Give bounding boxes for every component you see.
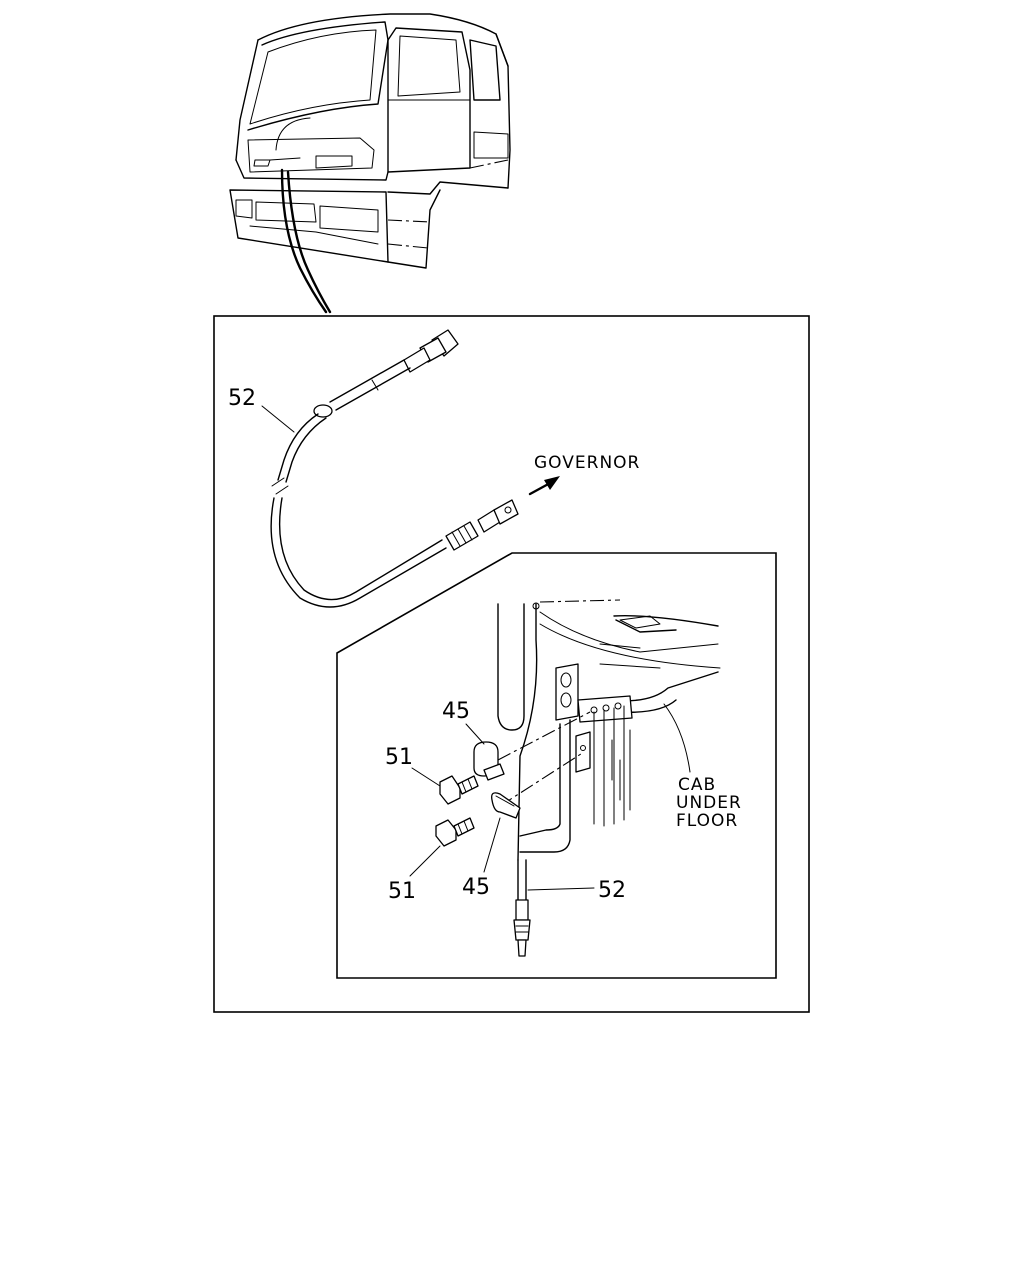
bolt-51-upper <box>439 775 479 805</box>
cab-underfloor-illustration <box>497 599 721 957</box>
clip-label-45-lower: 45 <box>462 875 490 900</box>
cable-label-52-inset: 52 <box>598 878 626 903</box>
throttle-cable <box>270 329 560 608</box>
cab-under-floor-label: CAB UNDER FLOOR <box>676 775 742 831</box>
bolt-label-51-upper: 51 <box>385 745 413 770</box>
governor-label: GOVERNOR <box>534 453 640 473</box>
svg-text:UNDER: UNDER <box>676 793 742 813</box>
clip-45-upper <box>473 741 505 781</box>
truck-cab-illustration <box>229 13 511 314</box>
cable-label-52: 52 <box>228 386 256 411</box>
clip-label-45-upper: 45 <box>442 699 470 724</box>
bolt-51-lower <box>435 817 475 847</box>
bolt-label-51-lower: 51 <box>388 879 416 904</box>
clip-45-lower <box>491 792 521 819</box>
svg-text:FLOOR: FLOOR <box>676 811 738 831</box>
svg-text:CAB: CAB <box>678 775 716 795</box>
inset-detail-frame <box>336 552 777 979</box>
